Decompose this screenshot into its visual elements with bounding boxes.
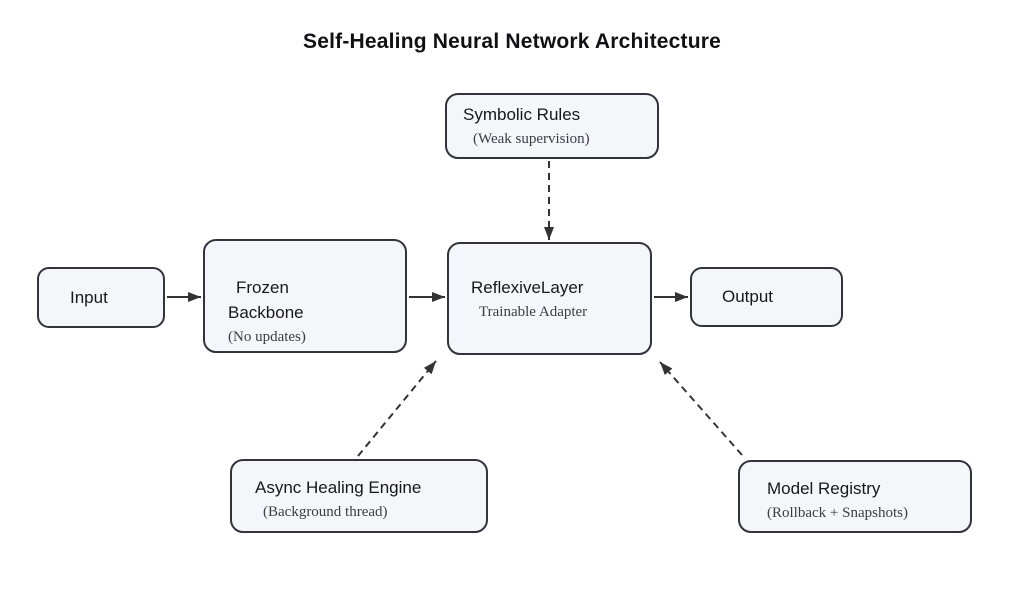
node-symbolic-rules-label: Symbolic Rules (463, 105, 581, 124)
node-symbolic-rules-sublabel: (Weak supervision) (473, 131, 590, 147)
node-async-healing-engine-sublabel: (Background thread) (263, 504, 388, 520)
diagram-title: Self-Healing Neural Network Architecture (303, 30, 721, 53)
node-frozen-backbone-sublabel: (No updates) (228, 329, 306, 345)
node-reflexive-layer: ReflexiveLayer Trainable Adapter (447, 242, 652, 355)
node-frozen-backbone-label-line1: Frozen (236, 278, 289, 297)
node-model-registry-sublabel: (Rollback + Snapshots) (767, 504, 908, 521)
node-async-healing-engine: Async Healing Engine (Background thread) (230, 459, 488, 533)
node-frozen-backbone: Frozen Backbone (No updates) (203, 239, 407, 353)
node-reflexive-layer-sublabel: Trainable Adapter (479, 303, 588, 320)
node-model-registry-label: Model Registry (767, 478, 881, 498)
edge-async-healing-engine-to-reflexive-layer (357, 360, 437, 457)
node-frozen-backbone-label-line2: Backbone (228, 303, 304, 322)
node-input-label: Input (70, 287, 108, 307)
node-symbolic-rules: Symbolic Rules (Weak supervision) (445, 93, 659, 159)
node-output-label: Output (722, 287, 774, 306)
node-output: Output (690, 267, 843, 327)
edge-model-registry-to-reflexive-layer (659, 361, 743, 456)
node-model-registry: Model Registry (Rollback + Snapshots) (738, 460, 972, 533)
node-reflexive-layer-label: ReflexiveLayer (471, 277, 584, 297)
node-async-healing-engine-label: Async Healing Engine (255, 478, 422, 497)
node-input: Input (37, 267, 165, 328)
